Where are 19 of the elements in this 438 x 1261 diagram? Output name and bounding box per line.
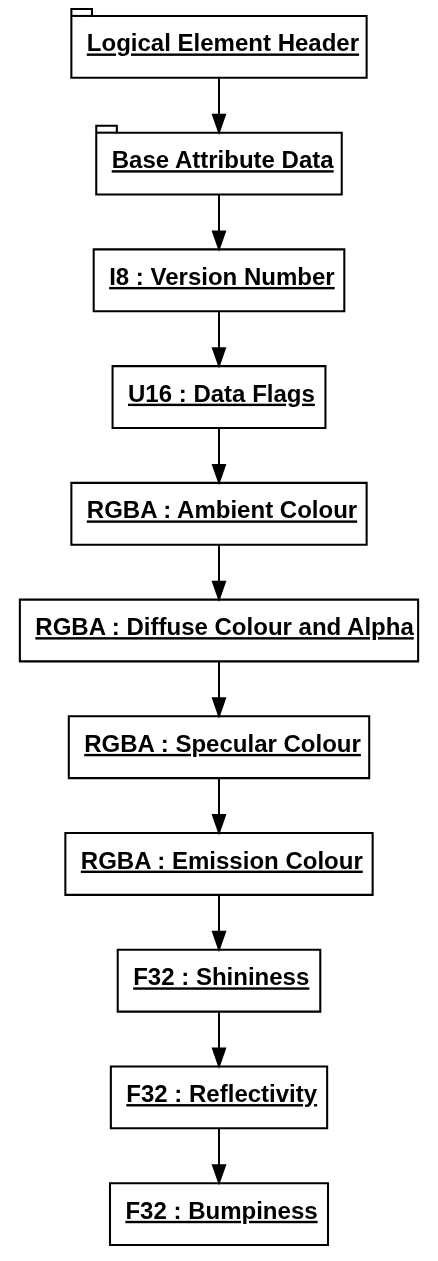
arrow xyxy=(211,1128,227,1186)
arrow xyxy=(211,428,227,486)
arrow xyxy=(211,195,227,252)
arrow xyxy=(211,778,227,836)
arrow xyxy=(211,78,227,135)
node-box: RGBA : Ambient Colour xyxy=(70,481,368,546)
node-box: RGBA : Specular Colour xyxy=(67,715,371,780)
arrow xyxy=(211,895,227,953)
node-box: F32 : Bumpiness xyxy=(108,1182,330,1247)
node-box: F32 : Reflectivity xyxy=(109,1065,329,1130)
arrow xyxy=(211,311,227,369)
arrow xyxy=(211,1012,227,1069)
node-box: F32 : Shininess xyxy=(116,948,322,1013)
node-box: U16 : Data Flags xyxy=(111,365,327,429)
node-box: RGBA : Emission Colour xyxy=(64,832,374,896)
arrow xyxy=(211,545,227,602)
node-box: RGBA : Diffuse Colour and Alpha xyxy=(18,598,420,663)
node-box: I8 : Version Number xyxy=(92,248,346,313)
arrow xyxy=(211,662,227,719)
